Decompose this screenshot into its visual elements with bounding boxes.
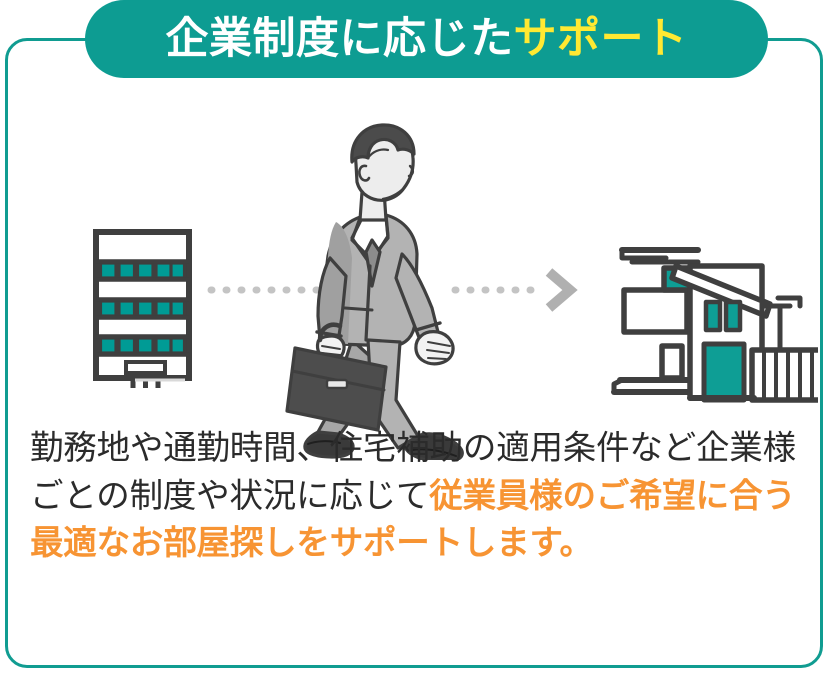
description-line2-highlight: 従業員様のご希望に合う最適	[30, 477, 796, 563]
page-title: 企業制度に応じたサポート	[165, 14, 688, 63]
page-title-highlight-part: サポート	[513, 14, 688, 63]
page-title-plain-part: 企業制度に応じた	[165, 14, 514, 63]
description-line1: 勤務地や通勤時間、住宅補助の適用条件など企業様ご	[30, 430, 796, 515]
description-line2-plain: との制度や状況に応じて	[63, 477, 430, 515]
description-line3-highlight: なお部屋探しをサポートします。	[96, 525, 593, 563]
briefcase-icon	[285, 322, 388, 432]
illustration-svg	[93, 123, 827, 464]
illustration-area	[0, 40, 827, 464]
description-text: 勤務地や通勤時間、住宅補助の適用条件など企業様ごとの制度や状況に応じて従業員様の…	[30, 425, 800, 568]
office-building-icon	[93, 229, 192, 388]
walking-businessman-icon	[285, 123, 464, 464]
residential-house-icon	[611, 247, 827, 403]
header-pill-banner: 企業制度に応じたサポート	[85, 0, 768, 78]
arrow-right-icon	[545, 268, 578, 312]
